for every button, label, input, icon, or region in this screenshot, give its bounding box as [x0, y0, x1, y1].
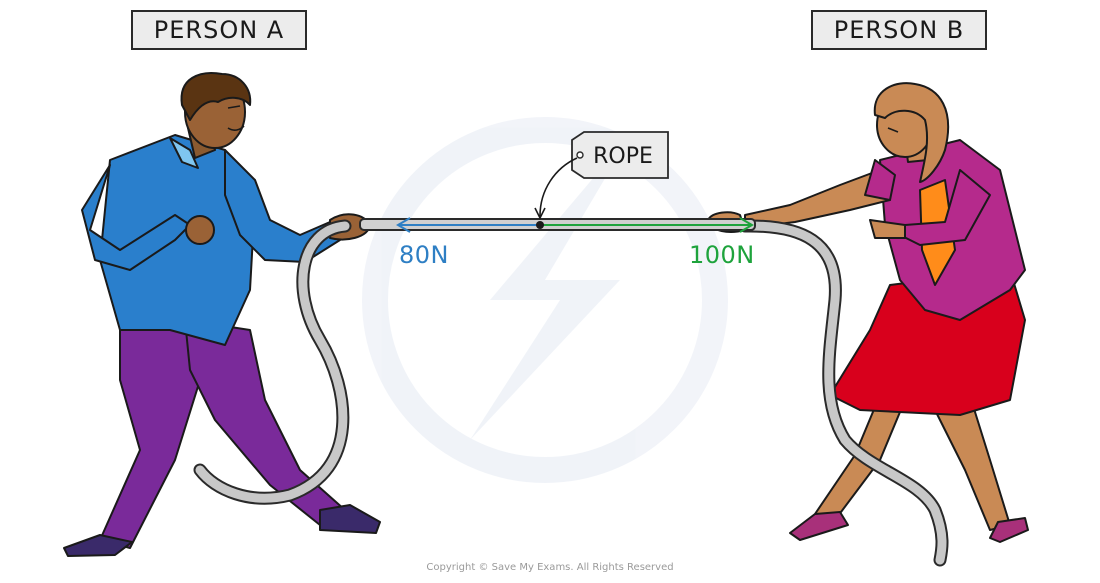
force-left-label: 80N	[399, 241, 449, 269]
person-b-figure	[707, 82, 1029, 543]
watermark-logo	[362, 117, 728, 483]
force-right-label: 100N	[689, 241, 755, 269]
force-arrow-right	[540, 217, 754, 233]
rope-label: ROPE	[593, 144, 653, 169]
copyright-notice: Copyright © Save My Exams. All Rights Re…	[426, 562, 674, 573]
force-arrow-left	[396, 217, 540, 233]
rope-midpoint	[536, 221, 544, 229]
rope-tag: ROPE	[534, 131, 669, 220]
person-a-figure	[63, 72, 381, 557]
person-a-label: PERSON A	[131, 10, 307, 50]
person-b-label: PERSON B	[811, 10, 987, 50]
